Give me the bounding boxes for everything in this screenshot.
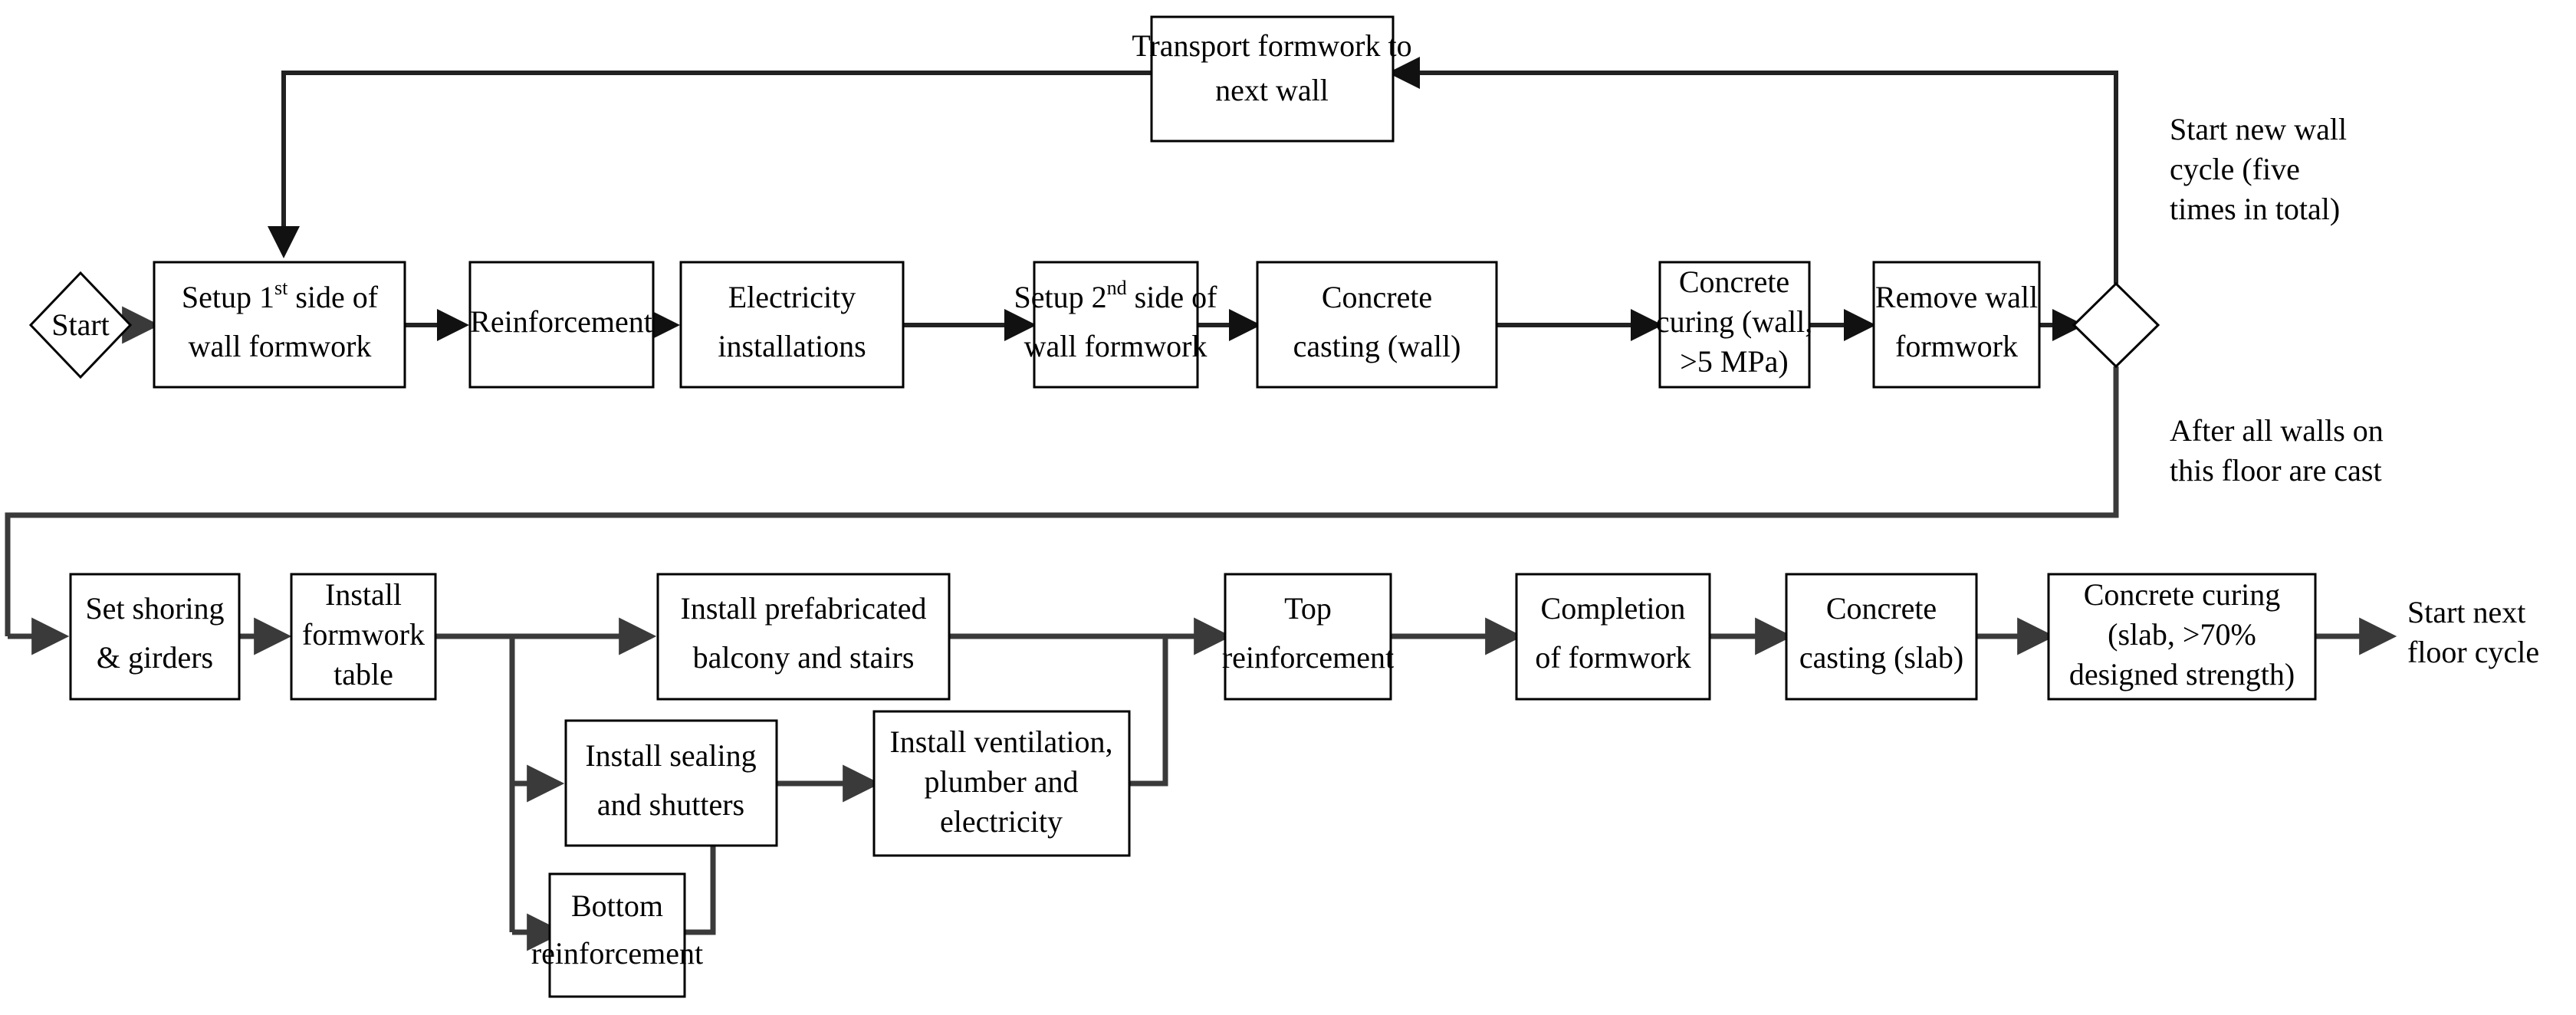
node-bottom-reinforcement-line1: Bottom [571, 889, 663, 923]
node-casting-slab-line2: casting (slab) [1799, 640, 1963, 675]
node-completion-line1: Completion [1541, 591, 1686, 626]
node-casting-wall-line2: casting (wall) [1293, 329, 1461, 363]
node-electricity-installations[interactable]: Electricity installations [679, 261, 905, 389]
annotation-after-walls-line1: After all walls on [2170, 413, 2384, 448]
node-ventilation-line1: Install ventilation, [889, 724, 1112, 759]
node-setup-first-side-line1a: Setup 1 [182, 280, 274, 314]
annotation-new-wall-line1: Start new wall [2170, 112, 2347, 146]
node-setup-first-side[interactable]: Setup 1st side of wall formwork [153, 261, 406, 389]
node-completion-of-formwork[interactable]: Completion of formwork [1515, 573, 1711, 701]
node-formwork-table-line2: formwork [302, 617, 425, 652]
node-install-prefab-balcony-stairs[interactable]: Install prefabricated balcony and stairs [656, 573, 951, 701]
node-setup-first-side-line2: wall formwork [189, 329, 372, 363]
node-sealing-line2: and shutters [597, 787, 744, 822]
node-reinforcement-line1: Reinforcement [470, 304, 652, 339]
annotation-start-new-wall-cycle: Start new wall cycle (five times in tota… [2170, 112, 2347, 226]
node-transport-formwork[interactable]: Transport formwork to next wall [1132, 15, 1412, 143]
node-setup-first-side-sup: st [274, 277, 288, 299]
node-setup-first-side-line1b: side of [288, 280, 378, 314]
connector-decision-to-transport [1388, 57, 2118, 284]
node-transport-formwork-line1: Transport formwork to [1132, 28, 1411, 63]
node-concrete-curing-wall[interactable]: Concrete curing (wall, >5 MPa) [1656, 261, 1812, 389]
node-prefab-line2: balcony and stairs [693, 640, 915, 675]
node-bottom-reinforcement[interactable]: Bottom reinforcement [531, 872, 703, 998]
node-prefab-line1: Install prefabricated [681, 591, 927, 626]
svg-text:Setup 1st side of: Setup 1st side of [182, 277, 379, 314]
decision-wall-cycle[interactable] [2072, 281, 2160, 369]
node-sealing-line1: Install sealing [585, 738, 756, 773]
node-ventilation-line3: electricity [940, 804, 1063, 839]
annotation-new-wall-line2: cycle (five [2170, 152, 2300, 186]
annotation-new-wall-line3: times in total) [2170, 192, 2340, 226]
node-completion-line2: of formwork [1535, 640, 1691, 675]
node-set-shoring-girders[interactable]: Set shoring & girders [69, 573, 241, 701]
node-ventilation-line2: plumber and [924, 764, 1078, 799]
node-curing-slab-line3: designed strength) [2069, 657, 2295, 691]
node-reinforcement[interactable]: Reinforcement [468, 261, 655, 389]
node-formwork-table-line3: table [334, 657, 393, 691]
node-curing-wall-line2: curing (wall, [1656, 304, 1812, 339]
node-electricity-line1: Electricity [728, 280, 856, 314]
connector-transport-to-setup-first [268, 71, 1152, 258]
node-install-sealing-shutters[interactable]: Install sealing and shutters [564, 719, 778, 847]
node-top-reinforcement-line1: Top [1284, 591, 1332, 626]
connector-decision-down-to-row2 [5, 366, 2119, 636]
annotation-start-next-floor-cycle: Start next floor cycle [2407, 595, 2539, 669]
node-casting-wall-line1: Concrete [1322, 280, 1432, 314]
node-remove-formwork-line1: Remove wall [1875, 280, 2038, 314]
node-install-ventilation-plumber-electricity[interactable]: Install ventilation, plumber and electri… [872, 710, 1131, 857]
node-formwork-table-line1: Install [325, 577, 402, 612]
node-remove-formwork-line2: formwork [1895, 329, 2018, 363]
node-concrete-casting-slab[interactable]: Concrete casting (slab) [1785, 573, 1978, 701]
node-curing-wall-line3: >5 MPa) [1680, 344, 1788, 379]
annotation-next-floor-line1: Start next [2407, 595, 2525, 629]
node-setup-second-side-line2: wall formwork [1024, 329, 1208, 363]
annotation-after-all-walls: After all walls on this floor are cast [2170, 413, 2384, 488]
connector-ventilation-merge-to-top-reinforcement [1129, 636, 1168, 787]
node-top-reinforcement-line2: reinforcement [1222, 640, 1394, 675]
node-shoring-line1: Set shoring [85, 591, 224, 626]
node-electricity-line2: installations [718, 329, 866, 363]
node-install-formwork-table[interactable]: Install formwork table [290, 573, 437, 701]
node-remove-wall-formwork[interactable]: Remove wall formwork [1872, 261, 2041, 389]
node-setup-second-side-sup: nd [1107, 277, 1127, 299]
svg-text:Setup 2nd side of: Setup 2nd side of [1014, 277, 1218, 314]
node-curing-wall-line1: Concrete [1679, 264, 1789, 299]
node-transport-formwork-line2: next wall [1215, 73, 1329, 107]
node-setup-second-side-line1b: side of [1127, 280, 1217, 314]
node-setup-second-side[interactable]: Setup 2nd side of wall formwork [1014, 261, 1218, 389]
node-setup-second-side-line1a: Setup 2 [1014, 280, 1107, 314]
annotation-after-walls-line2: this floor are cast [2170, 453, 2382, 488]
start-terminator[interactable]: Start [28, 271, 133, 379]
node-top-reinforcement[interactable]: Top reinforcement [1222, 573, 1394, 701]
node-casting-slab-line1: Concrete [1826, 591, 1937, 626]
start-label: Start [51, 307, 110, 342]
node-shoring-line2: & girders [97, 640, 213, 675]
node-bottom-reinforcement-line2: reinforcement [531, 936, 703, 971]
annotation-next-floor-line2: floor cycle [2407, 635, 2539, 669]
node-curing-slab-line1: Concrete curing [2084, 577, 2281, 612]
node-concrete-curing-slab[interactable]: Concrete curing (slab, >70% designed str… [2047, 573, 2317, 701]
node-curing-slab-line2: (slab, >70% [2108, 617, 2256, 652]
node-concrete-casting-wall[interactable]: Concrete casting (wall) [1256, 261, 1498, 389]
